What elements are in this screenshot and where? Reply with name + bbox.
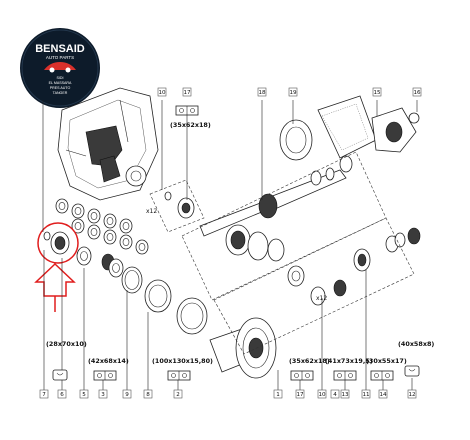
leader-lines xyxy=(42,100,418,390)
bearing-symbol-icon-100 xyxy=(167,370,191,381)
part-8: 8 xyxy=(146,392,150,398)
bearing-symbol-icon-35b xyxy=(290,370,314,381)
dim-41x73x19-5: (41x73x19,5) xyxy=(325,357,373,365)
bearing-symbol-icon-35t xyxy=(175,105,199,116)
part-17-top: 17 xyxy=(183,90,191,96)
logo-line2: EL MASSARA xyxy=(49,81,72,85)
part-9: 9 xyxy=(125,392,129,398)
dim-35x62x18-top: (35x62x18) xyxy=(170,121,211,129)
dimension-labels: (28x70x10) (42x68x14) (100x130x15,80) (3… xyxy=(46,121,434,365)
part-19: 19 xyxy=(289,90,297,96)
part-3: 3 xyxy=(101,392,105,398)
gearbox-housing xyxy=(57,87,159,201)
part-16: 16 xyxy=(413,90,421,96)
size-symbols xyxy=(52,105,420,381)
highlight-arrow-icon xyxy=(34,262,76,297)
dim-30x55x17: (30x55x17) xyxy=(366,357,407,365)
logo-line4: TANGER xyxy=(53,91,68,95)
callout-x12-top: x12 xyxy=(146,208,157,215)
bearing-symbol-icon-41 xyxy=(333,370,357,381)
right-cover-assembly xyxy=(279,95,420,161)
bensaid-logo: BENSAID AUTO PARTS SIDI EL MASSARA PRES … xyxy=(20,28,100,108)
part-7: 7 xyxy=(42,392,46,398)
right-lower-components xyxy=(353,227,421,272)
bearing-symbol-icon-30 xyxy=(370,370,394,381)
left-components xyxy=(76,246,208,335)
part-number-tags-top: 10 17 18 19 15 16 xyxy=(157,87,422,97)
seal-profile-icon-right xyxy=(404,365,420,377)
part-18: 18 xyxy=(258,90,266,96)
part-15: 15 xyxy=(373,90,381,96)
part-17-bottom: 17 xyxy=(296,392,304,398)
bearing-symbol-icon-42 xyxy=(93,370,117,381)
top-mid-bearing-group xyxy=(149,179,205,233)
seal-profile-icon-left xyxy=(52,369,68,381)
part-10-bottom: 10 xyxy=(318,392,326,398)
dim-40x58x8: (40x58x8) xyxy=(398,340,434,348)
seal-kit-rows xyxy=(55,198,149,255)
part-11: 11 xyxy=(362,392,370,398)
dim-28x70x10: (28x70x10) xyxy=(46,340,87,348)
part-4: 4 xyxy=(333,392,337,398)
logo-subtitle: AUTO PARTS xyxy=(46,55,74,60)
part-number-tags-bottom: 7 6 5 3 9 8 2 1 17 10 4 13 11 14 12 xyxy=(39,389,417,399)
part-14: 14 xyxy=(379,392,387,398)
logo-brand: BENSAID xyxy=(35,43,85,55)
part-2: 2 xyxy=(176,392,180,398)
part-1: 1 xyxy=(276,392,280,398)
seal-row-bottom xyxy=(71,218,149,255)
logo-line1: SIDI xyxy=(57,76,64,80)
dim-35x62x18-bottom: (35x62x18) xyxy=(289,357,330,365)
dim-100x130x15-80: (100x130x15,80) xyxy=(152,357,213,365)
part-10-top: 10 xyxy=(158,90,166,96)
part-6: 6 xyxy=(60,392,64,398)
quantity-callouts: x12 x12 xyxy=(146,208,327,302)
logo-line3: PRES AUTO xyxy=(50,86,71,90)
highlighted-bearing xyxy=(34,222,79,312)
car-icon xyxy=(44,62,76,73)
part-13: 13 xyxy=(341,392,349,398)
seal-row-top xyxy=(55,198,133,234)
highlight-circle xyxy=(37,222,79,264)
callout-x12-bottom: x12 xyxy=(316,295,327,302)
output-shaft xyxy=(258,155,353,219)
part-5: 5 xyxy=(82,392,86,398)
dim-42x68x14: (42x68x14) xyxy=(88,357,129,365)
main-shaft-assembly xyxy=(199,187,347,379)
part-12: 12 xyxy=(408,392,415,398)
dashed-groupings xyxy=(181,151,415,355)
